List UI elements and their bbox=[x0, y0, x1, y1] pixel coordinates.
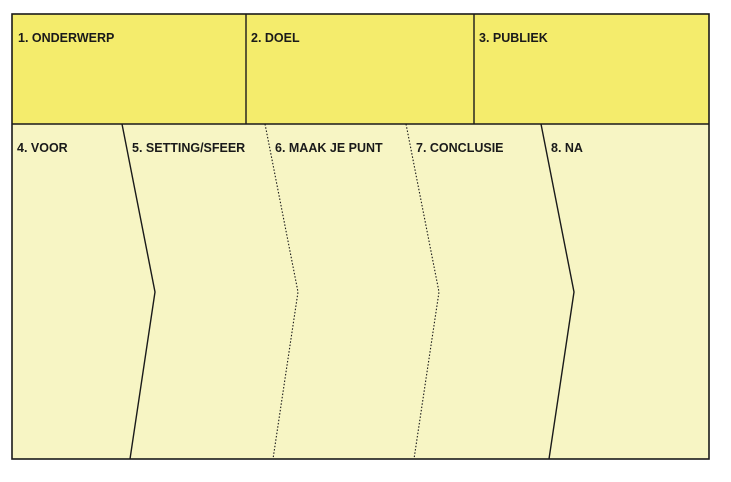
cell-label-publiek: 3. PUBLIEK bbox=[479, 31, 548, 45]
chevron-divider-4-5 bbox=[121, 123, 156, 460]
chevron-divider-5-6 bbox=[264, 123, 299, 460]
chevron-divider-6-7 bbox=[405, 123, 440, 460]
cell-label-setting-sfeer: 5. SETTING/SFEER bbox=[132, 141, 246, 155]
outer-frame bbox=[11, 13, 710, 460]
chevron-divider-7-8 bbox=[540, 123, 575, 460]
cell-label-voor: 4. VOOR bbox=[17, 141, 68, 155]
cell-label-onderwerp: 1. ONDERWERP bbox=[18, 31, 115, 45]
cell-label-na: 8. NA bbox=[551, 141, 583, 155]
top-row-background bbox=[12, 14, 709, 124]
bottom-row-background bbox=[12, 124, 709, 459]
cell-label-maak-je-punt: 6. MAAK JE PUNT bbox=[275, 141, 383, 155]
cell-label-doel: 2. DOEL bbox=[251, 31, 300, 45]
cell-label-conclusie: 7. CONCLUSIE bbox=[416, 141, 504, 155]
